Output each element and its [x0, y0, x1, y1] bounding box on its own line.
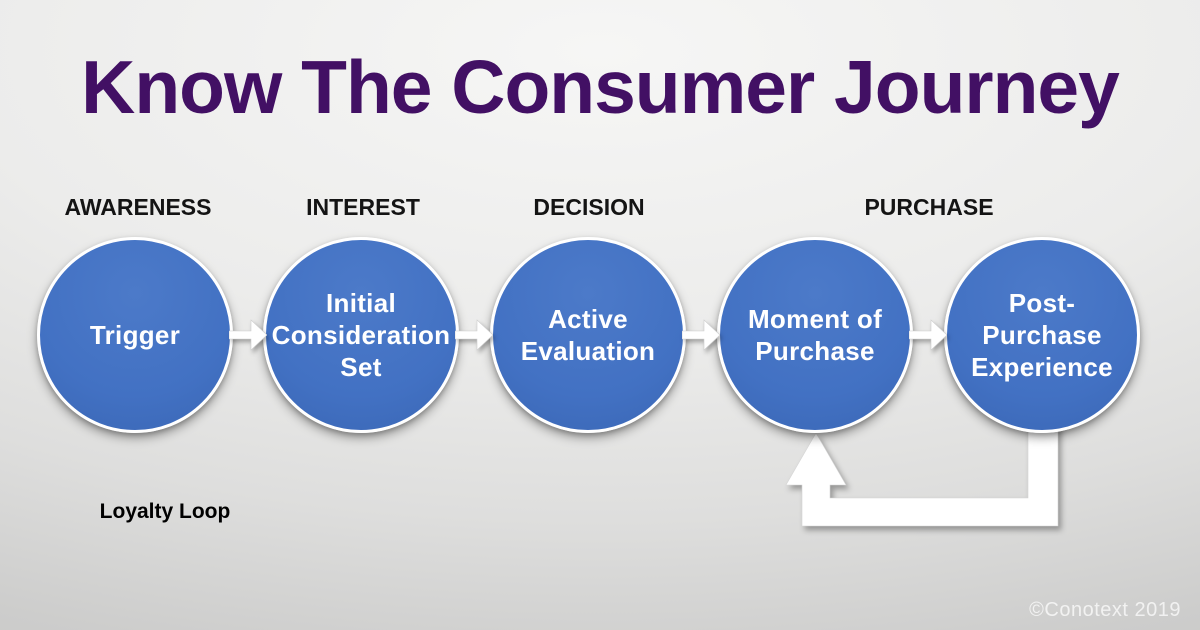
journey-step-label: Moment of Purchase [747, 303, 883, 366]
journey-step-label: Active Evaluation [520, 303, 656, 366]
arrow-right-icon [909, 319, 947, 351]
stage-label-interest: INTEREST [306, 194, 420, 220]
stage-label-decision: DECISION [533, 194, 645, 220]
journey-step-moment-of-purchase: Moment of Purchase [717, 237, 913, 433]
journey-step-label: Trigger [89, 319, 181, 350]
arrow-right-icon [682, 319, 720, 351]
arrow-right-icon [455, 319, 493, 351]
journey-step-post-purchase-experience: Post- Purchase Experience [944, 237, 1140, 433]
copyright-text: ©Conotext 2019 [1029, 599, 1181, 621]
journey-step-initial-consideration-set: Initial Consideration Set [263, 237, 459, 433]
page-title: Know The Consumer Journey [81, 45, 1120, 129]
journey-step-trigger: Trigger [37, 237, 233, 433]
journey-step-label: Post- Purchase Experience [971, 287, 1113, 383]
stage-label-purchase: PURCHASE [864, 194, 994, 220]
journey-step-label: Initial Consideration Set [271, 287, 451, 383]
journey-step-active-evaluation: Active Evaluation [490, 237, 686, 433]
stage-label-awareness: AWARENESS [64, 194, 212, 220]
arrow-right-icon [229, 319, 267, 351]
loyalty-loop-label: Loyalty Loop [99, 500, 231, 523]
